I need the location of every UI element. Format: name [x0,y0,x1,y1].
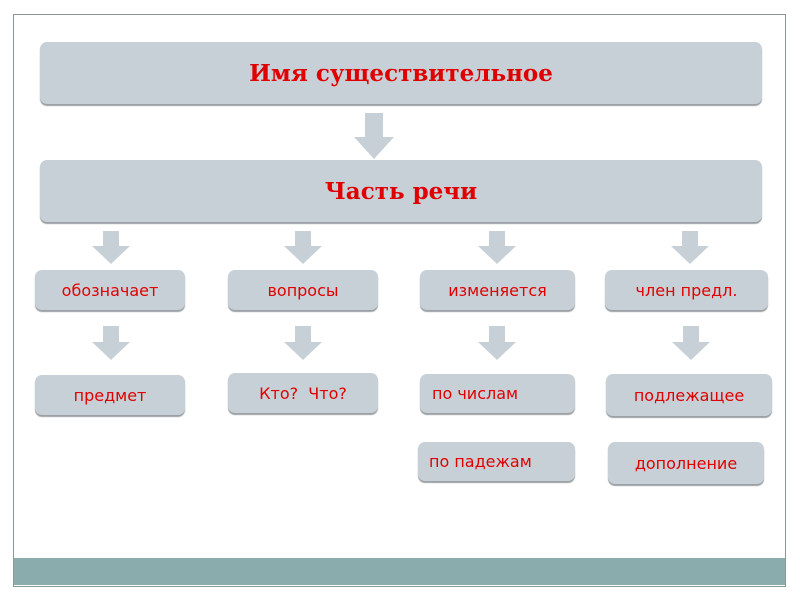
detail-box: по падежам [418,442,575,481]
category-box: изменяется [420,270,575,310]
arrow-down-icon [671,231,709,264]
detail-box: по числам [420,374,575,413]
detail-box: дополнение [608,442,764,484]
slide-frame [13,14,786,587]
arrow-down-icon [478,326,516,360]
category-text: обозначает [61,280,159,300]
subtitle-text: Часть речи [324,177,478,205]
category-box: член предл. [605,270,768,310]
title-text: Имя существительное [249,59,553,87]
arrow-down-icon [92,326,130,360]
arrow-down-icon [284,326,322,360]
detail-box: предмет [35,375,185,415]
title-box: Имя существительное [40,42,762,104]
arrow-down-icon [478,231,516,264]
arrow-down-icon [354,113,394,159]
detail-text: по падежам [429,452,532,471]
category-text: изменяется [448,280,547,300]
category-text: член предл. [635,280,738,300]
subtitle-box: Часть речи [40,160,762,222]
category-box: вопросы [228,270,378,310]
arrow-down-icon [284,231,322,264]
category-text: вопросы [267,280,339,300]
detail-text: предмет [73,385,147,405]
arrow-down-icon [92,231,130,264]
detail-text: подлежащее [633,385,745,405]
footer-band [14,558,785,585]
detail-text: по числам [432,384,519,403]
detail-box: подлежащее [606,374,772,416]
detail-text: Кто? Что? [259,383,347,403]
detail-box: Кто? Что? [228,373,378,413]
detail-text: дополнение [634,453,738,473]
category-box: обозначает [35,270,185,310]
arrow-down-icon [672,326,710,360]
